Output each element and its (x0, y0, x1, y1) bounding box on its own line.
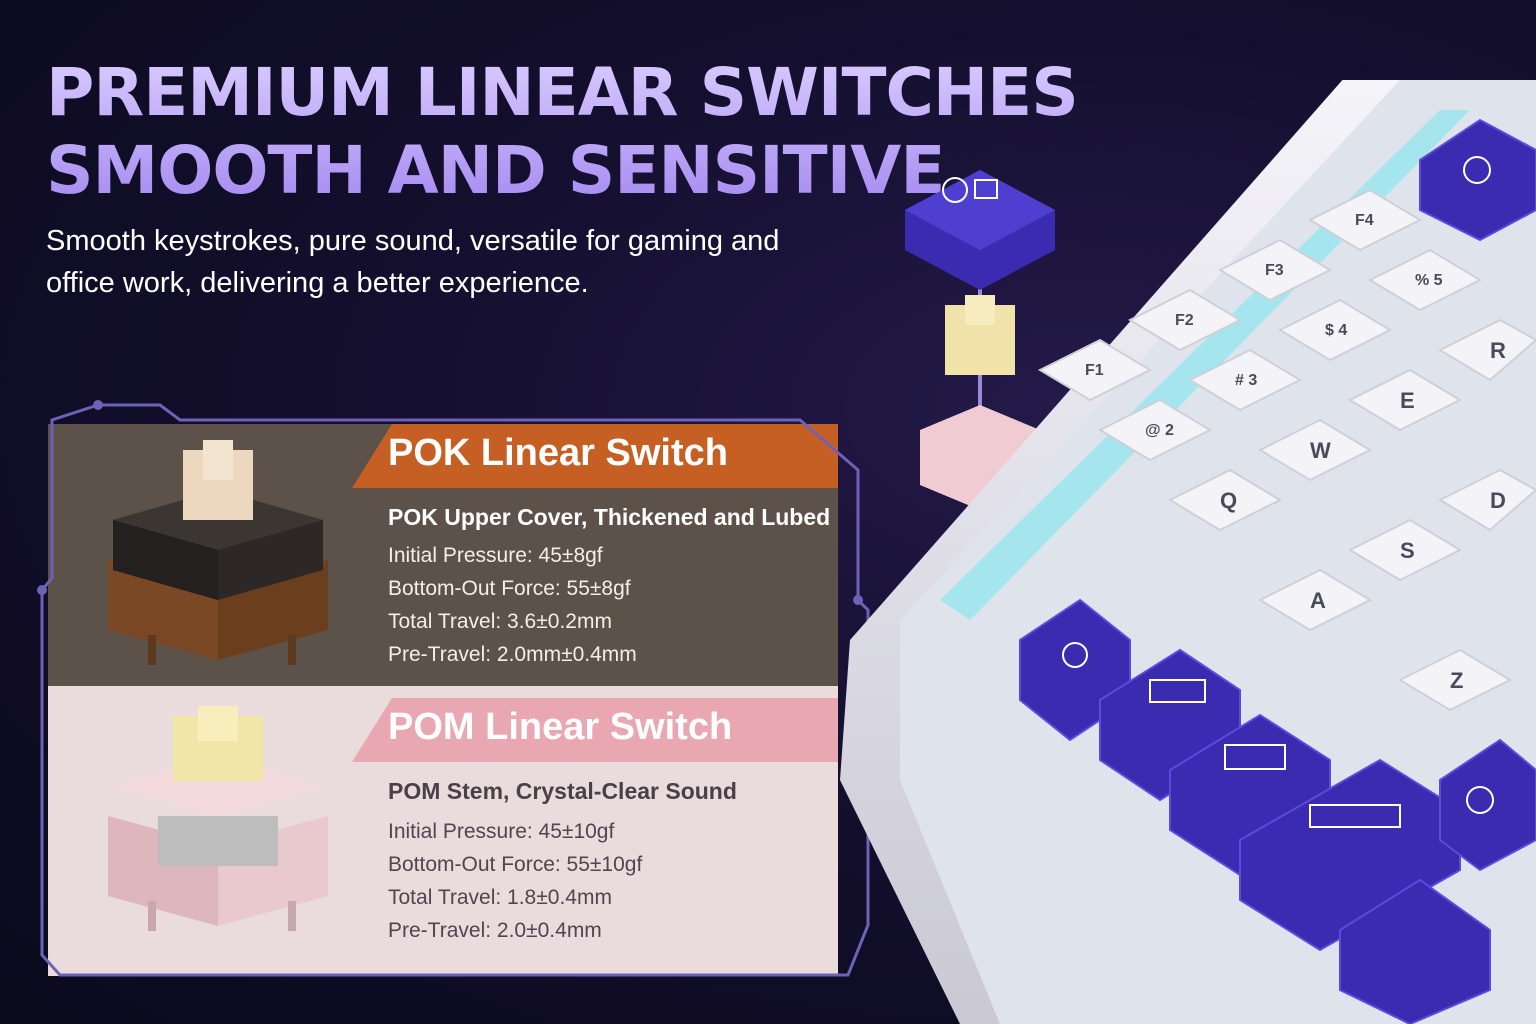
ctrl-key (1339, 878, 1491, 1024)
key-z-label: Z (1450, 668, 1463, 693)
key-w-label: W (1310, 438, 1331, 463)
pom-spec-initial-pressure: Initial Pressure: 45±10gf (388, 820, 615, 843)
pom-spec-pre-travel: Pre-Travel: 2.0±0.4mm (388, 919, 602, 942)
pok-spec-initial-pressure: Initial Pressure: 45±8gf (388, 544, 603, 567)
pom-spec-bottom-out-force: Bottom-Out Force: 55±10gf (388, 853, 643, 876)
pom-spec-total-travel: Total Travel: 1.8±0.4mm (388, 886, 612, 909)
keyboard-image: F1 F2 F3 F4 @ 2 # 3 $ 4 % 5 Q W E R A S … (840, 80, 1536, 1024)
pom-switch-section: POM Linear Switch POM Stem, Crystal-Clea… (48, 686, 838, 976)
tab-key-icon (1149, 679, 1206, 703)
gear-icon (1466, 786, 1494, 814)
right-key (1439, 738, 1536, 872)
key-s-label: S (1400, 538, 1415, 563)
pom-title: POM Linear Switch (388, 706, 733, 748)
key-a-label: A (1310, 588, 1326, 613)
key-f2-label: F2 (1175, 312, 1194, 329)
key-d-label: D (1490, 488, 1506, 513)
shift-key (1239, 758, 1461, 952)
key-r-label: R (1490, 338, 1506, 363)
stopwatch-icon (1062, 642, 1088, 668)
pom-feature: POM Stem, Crystal-Clear Sound (388, 778, 737, 804)
robot-icon (942, 177, 998, 203)
key-f1-label: F1 (1085, 362, 1104, 379)
pok-spec-total-travel: Total Travel: 3.6±0.2mm (388, 610, 612, 633)
key-f3-label: F3 (1265, 262, 1284, 279)
gear-icon-top (1463, 156, 1491, 184)
top-right-key (1419, 118, 1536, 242)
pok-feature: POK Upper Cover, Thickened and Lubed (388, 504, 831, 530)
key-2-label: @ 2 (1145, 422, 1174, 439)
pok-title: POK Linear Switch (388, 432, 728, 474)
pom-switch-image (108, 706, 328, 931)
key-5-label: % 5 (1415, 272, 1443, 289)
key-e-label: E (1400, 388, 1415, 413)
pok-switch-image (108, 440, 328, 665)
caps-key-icon (1224, 744, 1286, 770)
pok-spec-bottom-out-force: Bottom-Out Force: 55±8gf (388, 577, 631, 600)
shift-key-icon (1309, 804, 1401, 828)
key-4-label: $ 4 (1325, 322, 1347, 339)
pok-spec-pre-travel: Pre-Travel: 2.0mm±0.4mm (388, 643, 637, 666)
key-3-label: # 3 (1235, 372, 1257, 389)
key-q-label: Q (1220, 488, 1237, 513)
key-f4-label: F4 (1355, 212, 1374, 229)
pok-switch-section: POK Linear Switch POK Upper Cover, Thick… (48, 424, 838, 686)
subtitle: Smooth keystrokes, pure sound, versatile… (46, 225, 780, 299)
